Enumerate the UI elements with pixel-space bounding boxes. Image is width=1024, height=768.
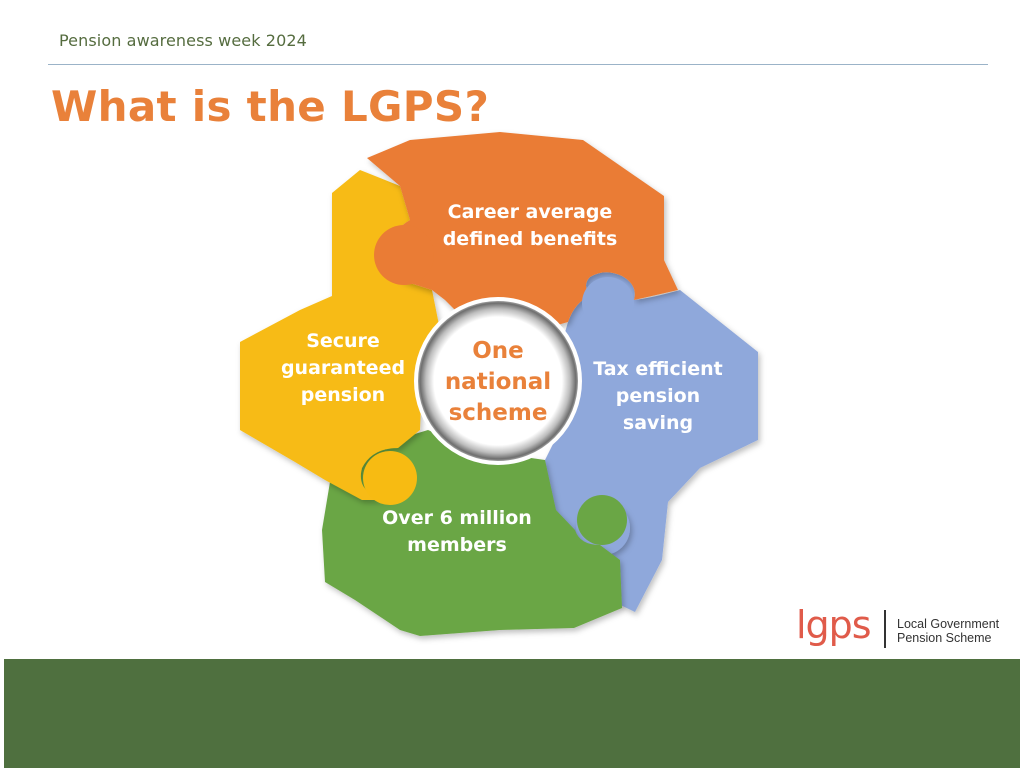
label-secure-guaranteed: Secure guaranteed pension — [280, 330, 406, 406]
puzzle-piece-secure-guaranteed — [240, 170, 440, 500]
label-tax-efficient: Tax efficient pension saving — [593, 358, 723, 434]
label-career-average: Career average defined benefits — [442, 201, 618, 250]
knob-orange — [374, 225, 434, 285]
slide-title: What is the LGPS? — [51, 82, 490, 131]
center-disc — [436, 319, 560, 443]
knob-blue-top — [582, 277, 634, 329]
center-label: One national scheme — [444, 338, 552, 426]
header-label: Pension awareness week 2024 — [59, 31, 307, 50]
logo-divider — [884, 610, 886, 648]
lgps-logo: lgps Local Government Pension Scheme — [796, 603, 1006, 651]
puzzle-piece-career-average — [367, 132, 678, 330]
logo-wordmark: lgps — [796, 603, 872, 647]
knob-green — [577, 495, 627, 545]
logo-line-2: Pension Scheme — [897, 631, 992, 645]
label-over-6-million: Over 6 million members — [382, 507, 532, 556]
footer-band — [4, 659, 1020, 768]
knob-yellow — [363, 451, 417, 505]
logo-line-1: Local Government — [897, 617, 1000, 631]
header-divider — [48, 64, 988, 65]
